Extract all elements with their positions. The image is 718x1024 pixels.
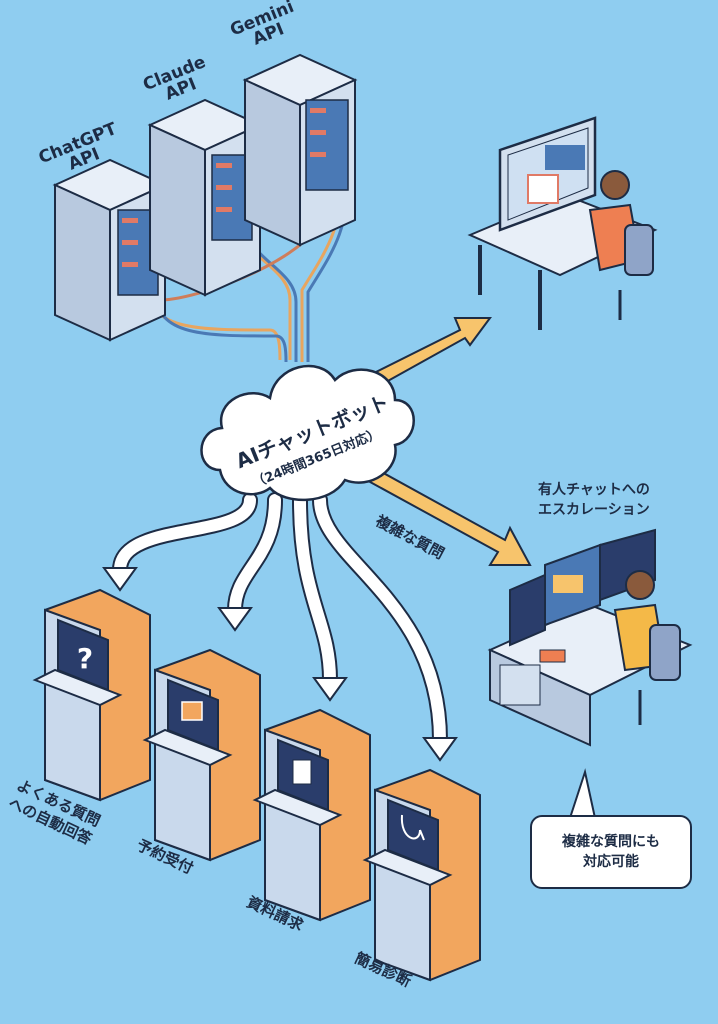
flow-arrowhead-diagnosis — [422, 737, 458, 762]
bubble-line2: 対応可能 — [583, 854, 639, 870]
kiosk-diagnosis — [362, 768, 481, 982]
calendar-icon — [181, 701, 203, 721]
escalation-title-line1: 有人チャットへの — [538, 482, 650, 498]
question-mark-icon: ? — [77, 642, 93, 675]
bubble-tail — [568, 768, 597, 819]
kiosk-documents — [252, 708, 371, 922]
operator-station-lower — [487, 528, 693, 747]
kiosk-faq: ? — [32, 588, 151, 802]
flow-arrowhead-documents — [312, 677, 348, 702]
stethoscope-icon — [400, 814, 425, 841]
operator2-head — [625, 570, 655, 600]
document-icon — [292, 759, 312, 785]
flow-arrowhead-reservation — [217, 607, 253, 632]
server-claude — [147, 98, 263, 297]
operator1-head — [600, 170, 630, 200]
kiosk-reservation — [142, 648, 261, 862]
escalation-title-line2: エスカレーション — [538, 502, 650, 518]
escalation-title: 有人チャットへの エスカレーション — [538, 480, 650, 520]
server-gemini — [242, 53, 358, 247]
operator-station-upper — [467, 116, 658, 330]
bubble-line1: 複雑な質問にも — [562, 834, 660, 850]
capability-speech-bubble: 複雑な質問にも 対応可能 — [530, 815, 692, 889]
server-chatgpt — [52, 158, 168, 342]
flow-arrowhead-faq — [102, 567, 138, 592]
ai-chatbot-cloud: AIチャットボット （24時間365日対応） — [200, 364, 415, 501]
